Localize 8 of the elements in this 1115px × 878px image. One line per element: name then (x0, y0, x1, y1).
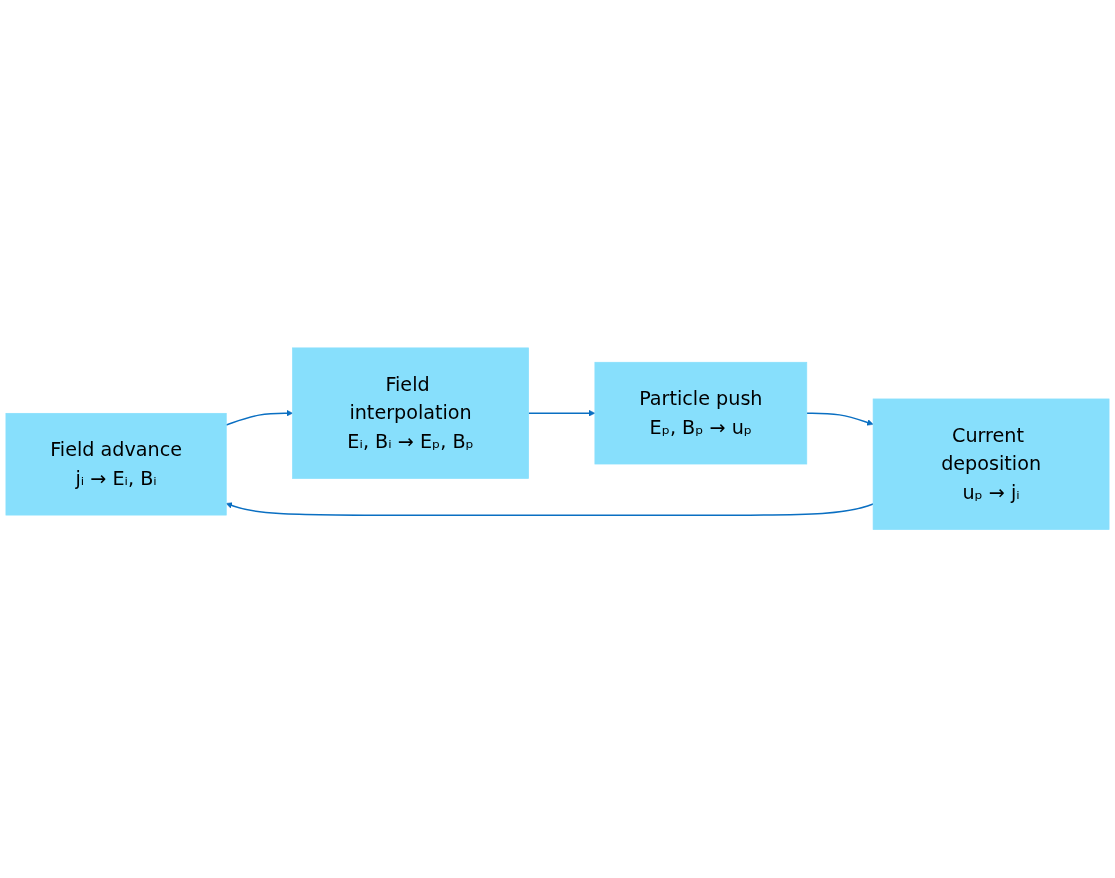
node-box: Field interpolation Eᵢ, Bᵢ → Eₚ, Bₚ (292, 347, 529, 480)
arrow (225, 410, 293, 426)
node-box: Field advance jᵢ → Eᵢ, Bᵢ (5, 413, 227, 516)
arrow (806, 412, 874, 426)
node-box: Current deposition uₚ → jᵢ (872, 398, 1110, 531)
node-box: Particle push Eₚ, Bₚ → uₚ (594, 362, 808, 465)
arrow (225, 502, 874, 517)
arrow (527, 410, 596, 417)
